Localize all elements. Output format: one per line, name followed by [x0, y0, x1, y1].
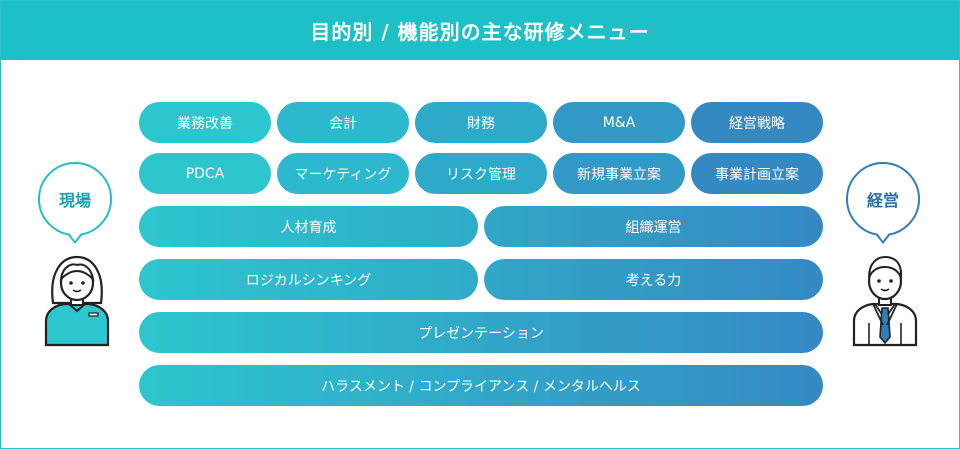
- menu-pill: PDCA: [139, 153, 271, 194]
- menu-pill: 人材育成: [139, 206, 478, 247]
- menu-pill: 組織運営: [484, 206, 823, 247]
- left-role-label: 現場: [58, 191, 91, 210]
- left-role-bubble: 現場: [38, 162, 112, 236]
- menu-pill: 考える力: [484, 259, 823, 300]
- female-staff-icon: [44, 255, 110, 347]
- menu-pill: 業務改善: [139, 102, 271, 143]
- menu-pill: 会計: [277, 102, 409, 143]
- right-role-bubble: 経営: [846, 162, 920, 236]
- left-bubble-tail-inner: [69, 233, 81, 241]
- menu-pill: 新規事業立案: [553, 153, 685, 194]
- right-role-label: 経営: [866, 191, 899, 210]
- male-executive-icon: [852, 255, 918, 347]
- menu-pill: プレゼンテーション: [139, 312, 823, 353]
- menu-pill: リスク管理: [415, 153, 547, 194]
- menu-pill: ロジカルシンキング: [139, 259, 478, 300]
- menu-pill: 経営戦略: [691, 102, 823, 143]
- menu-pill: M&A: [553, 102, 685, 143]
- menu-pill: ハラスメント / コンプライアンス / メンタルヘルス: [139, 365, 823, 406]
- right-bubble-tail-inner: [877, 233, 889, 241]
- menu-pill: 事業計画立案: [691, 153, 823, 194]
- menu-pill: 財務: [415, 102, 547, 143]
- page-title: 目的別 / 機能別の主な研修メニュー: [1, 1, 959, 60]
- menu-pill: マーケティング: [277, 153, 409, 194]
